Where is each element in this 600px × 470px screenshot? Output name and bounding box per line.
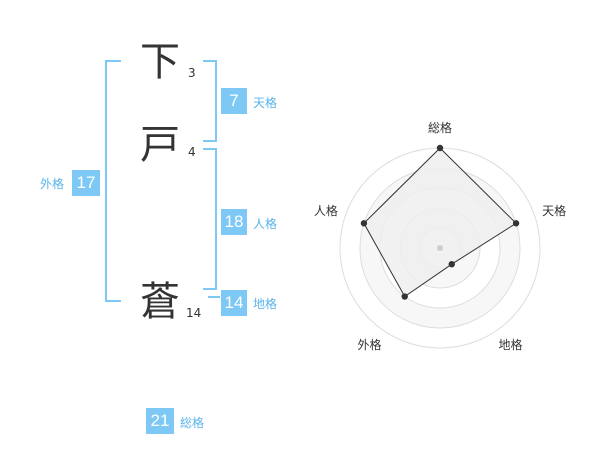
gaikaku-value: 17 [72,170,100,196]
gaikaku-label: 外格 [40,177,65,191]
chikaku-bracket [208,296,220,298]
radar-axis-label: 総格 [428,120,452,135]
radar-axis-label: 外格 [357,337,381,352]
radar-axis-label: 人格 [314,203,338,218]
name-char-1: 下 [140,39,180,85]
radar-axis-label: 天格 [542,203,566,218]
radar-point-3 [448,260,455,268]
radar-center-dot [437,245,443,251]
tenkaku-value: 7 [221,88,247,114]
chikaku-value: 14 [221,290,247,316]
stroke-count-3: 14 [186,306,202,320]
tenkaku-label: 天格 [253,96,278,110]
jinkaku-bracket [203,148,217,290]
radar-point-2 [512,220,520,227]
radar-area [363,147,517,298]
chikaku-label: 地格 [253,297,278,311]
stroke-count-1: 3 [188,66,196,80]
name-char-2: 戸 [140,122,180,168]
soukaku-label: 総格 [180,416,205,430]
radar-point-4 [401,293,408,300]
name-char-3: 蒼 [140,279,180,325]
stroke-count-2: 4 [188,145,196,159]
gaikaku-bracket [105,60,121,302]
radar-axis-label: 地格 [499,337,523,352]
tenkaku-bracket [203,60,217,142]
jinkaku-label: 人格 [253,217,278,231]
jinkaku-value: 18 [221,209,247,235]
radar-point-5 [360,220,368,227]
soukaku-value: 21 [146,408,174,434]
radar-point-1 [436,144,444,152]
